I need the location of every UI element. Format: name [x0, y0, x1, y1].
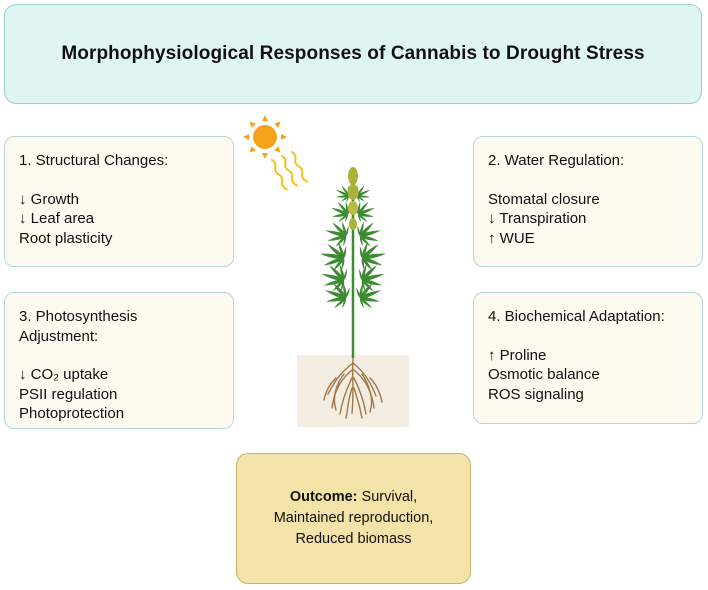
- sun-icon: [243, 115, 308, 191]
- title-box: Morphophysiological Responses of Cannabi…: [4, 4, 702, 104]
- page-title: Morphophysiological Responses of Cannabi…: [61, 43, 645, 64]
- card-heading: Adjustment:: [19, 327, 99, 345]
- card-item: ROS signaling: [488, 385, 584, 403]
- outcome-box: Outcome: Survival, Maintained reproducti…: [236, 453, 471, 584]
- card-heading: 3. Photosynthesis: [19, 308, 138, 325]
- card-item: Stomatal closure: [488, 190, 600, 208]
- card-item: Photoprotection: [19, 405, 125, 422]
- card-item: ↑ Proline: [488, 346, 547, 364]
- card-photosynthesis-adjustment: 3. Photosynthesis Adjustment: ↓ CO₂ upta…: [4, 292, 234, 429]
- card-heading: 4. Biochemical Adaptation:: [488, 308, 665, 325]
- roots-icon: [323, 357, 383, 419]
- card-item: ↓ CO₂ uptake: [19, 366, 109, 383]
- plant-illustration: [243, 115, 409, 427]
- card-item: ↓ Leaf area: [19, 210, 95, 227]
- card-item: Root plasticity: [19, 229, 113, 247]
- card-structural-changes: 1. Structural Changes: ↓ Growth ↓ Leaf a…: [4, 136, 234, 267]
- card-item: Osmotic balance: [488, 366, 600, 383]
- card-biochemical-adaptation: 4. Biochemical Adaptation: ↑ Proline Osm…: [473, 292, 703, 424]
- outcome-text: Survival,: [361, 489, 418, 505]
- outcome-line-1: Outcome: Survival,: [290, 487, 417, 508]
- outcome-line-2: Maintained reproduction,: [273, 510, 434, 526]
- card-water-regulation: 2. Water Regulation: Stomatal closure ↓ …: [473, 136, 703, 267]
- cannabis-plant-icon: [317, 167, 388, 358]
- card-item: PSII regulation: [19, 385, 118, 403]
- card-item: ↓ Growth: [19, 190, 80, 208]
- outcome-label: Outcome:: [289, 489, 358, 505]
- card-heading: 1. Structural Changes:: [19, 152, 169, 169]
- card-heading: 2. Water Regulation:: [488, 152, 625, 169]
- outcome-line-3: Reduced biomass: [295, 531, 412, 547]
- card-item: ↑ WUE: [488, 229, 535, 247]
- card-item: ↓ Transpiration: [488, 210, 587, 227]
